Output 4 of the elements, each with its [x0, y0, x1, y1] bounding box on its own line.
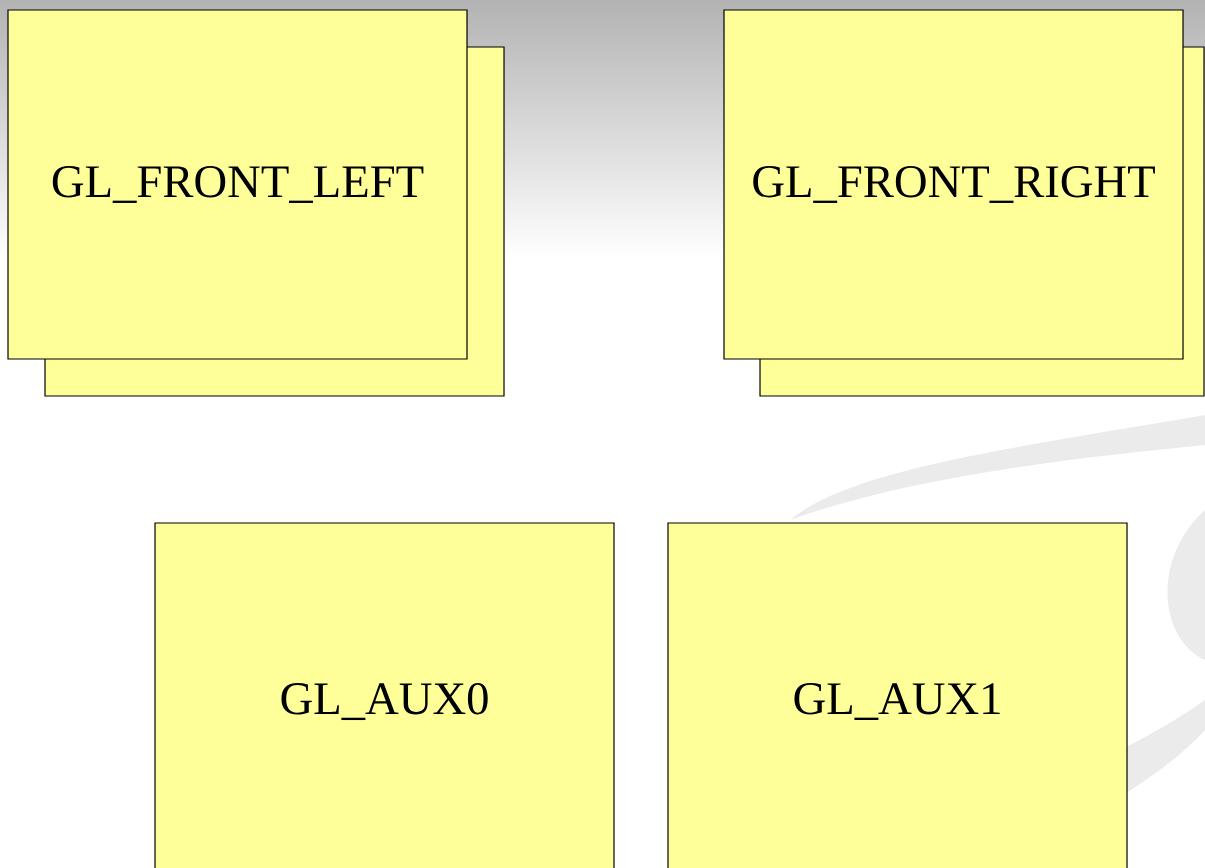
label-box: GL_FRONT_LEFT — [7, 9, 468, 360]
label-box: GL_FRONT_RIGHT — [723, 9, 1184, 360]
label-box: GL_AUX0 — [154, 522, 615, 868]
label-box: GL_AUX1 — [667, 522, 1128, 868]
